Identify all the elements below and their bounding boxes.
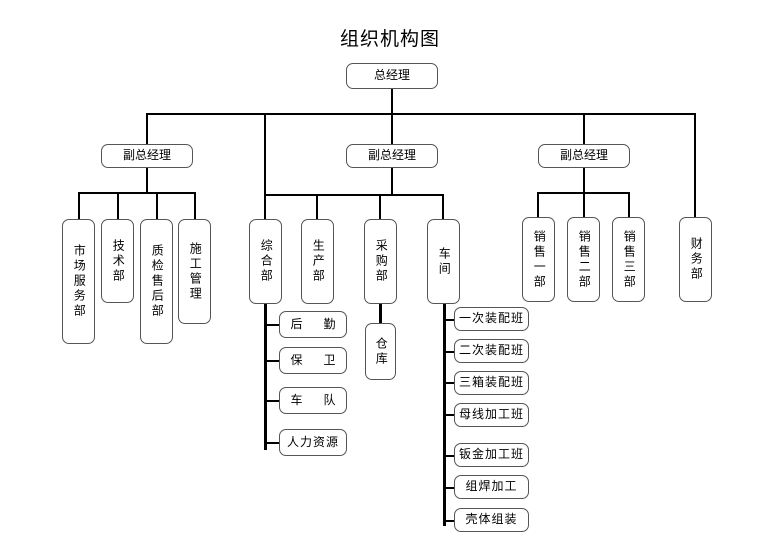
node-sales-dept-1[interactable]: 销售一部 <box>522 217 555 302</box>
node-general-manager[interactable]: 总经理 <box>346 63 438 89</box>
connector-right-drop-3 <box>628 192 630 218</box>
connector-middle-drop-4 <box>442 194 444 220</box>
connector-ws-stub-7 <box>443 520 455 522</box>
connector-general-affairs-spine <box>264 304 267 450</box>
connector-left-bus <box>78 192 196 194</box>
node-shell-assembly[interactable]: 壳体组装 <box>454 508 529 532</box>
connector-right-drop-2 <box>583 192 585 218</box>
connector-middle-drop-2 <box>316 194 318 220</box>
connector-vp3-stem <box>583 168 585 193</box>
connector-ws-stub-2 <box>443 351 455 353</box>
connector-ga-stub-1 <box>264 324 280 326</box>
connector-drop-middle-spine <box>264 113 266 194</box>
connector-left-drop-1 <box>78 192 80 220</box>
node-logistics[interactable]: 后 勤 <box>279 311 347 338</box>
connector-drop-vp3 <box>583 113 585 144</box>
connector-drop-finance <box>694 113 696 218</box>
node-busbar-processing-team[interactable]: 母线加工班 <box>454 403 529 427</box>
node-purchasing-dept[interactable]: 采购部 <box>364 219 397 304</box>
connector-left-drop-3 <box>156 192 158 220</box>
node-assembly-team-1[interactable]: 一次装配班 <box>454 307 529 331</box>
connector-left-drop-4 <box>194 192 196 220</box>
node-assembly-team-3[interactable]: 三箱装配班 <box>454 371 529 395</box>
connector-purchasing-stem <box>379 304 382 324</box>
node-finance-dept[interactable]: 财务部 <box>679 217 712 302</box>
connector-drop-vp2 <box>391 113 393 144</box>
node-assembly-team-2[interactable]: 二次装配班 <box>454 339 529 363</box>
connector-ws-stub-3 <box>443 382 455 384</box>
connector-ws-stub-6 <box>443 487 455 489</box>
node-deputy-gm-1[interactable]: 副总经理 <box>101 144 193 168</box>
node-security[interactable]: 保 卫 <box>279 347 347 374</box>
node-production-dept[interactable]: 生产部 <box>301 219 334 304</box>
connector-middle-drop-3 <box>379 194 381 220</box>
connector-vp2-stem <box>391 168 393 195</box>
node-general-affairs-dept[interactable]: 综合部 <box>249 219 282 304</box>
node-quality-aftersales-dept[interactable]: 质检售后部 <box>140 219 173 344</box>
connector-ws-stub-1 <box>443 319 455 321</box>
connector-vp1-stem <box>146 168 148 193</box>
connector-drop-vp1 <box>146 113 148 144</box>
node-sales-dept-3[interactable]: 销售三部 <box>612 217 645 302</box>
connector-ga-stub-4 <box>264 442 280 444</box>
node-technology-dept[interactable]: 技术部 <box>101 219 134 303</box>
node-fleet[interactable]: 车 队 <box>279 387 347 414</box>
node-market-service-dept[interactable]: 市场服务部 <box>62 219 95 344</box>
page-title: 组织机构图 <box>339 29 440 50</box>
node-human-resources[interactable]: 人力资源 <box>279 429 347 456</box>
node-sales-dept-2[interactable]: 销售二部 <box>567 217 600 302</box>
node-welding-processing[interactable]: 组焊加工 <box>454 475 529 499</box>
node-construction-management[interactable]: 施工管理 <box>178 219 211 324</box>
connector-right-drop-1 <box>537 192 539 218</box>
connector-ga-stub-2 <box>264 360 280 362</box>
connector-ga-stub-3 <box>264 400 280 402</box>
node-warehouse[interactable]: 仓库 <box>365 323 396 380</box>
node-workshop[interactable]: 车间 <box>427 219 460 304</box>
connector-middle-drop-1 <box>264 194 266 220</box>
connector-ws-stub-5 <box>443 455 455 457</box>
node-deputy-gm-2[interactable]: 副总经理 <box>346 144 438 168</box>
connector-ws-stub-4 <box>443 414 455 416</box>
connector-main-bus <box>146 113 696 115</box>
connector-middle-bus <box>264 194 444 196</box>
node-deputy-gm-3[interactable]: 副总经理 <box>538 144 630 168</box>
connector-left-drop-2 <box>117 192 119 220</box>
connector-root-stem <box>391 89 393 114</box>
node-sheetmetal-processing-team[interactable]: 钣金加工班 <box>454 443 529 467</box>
